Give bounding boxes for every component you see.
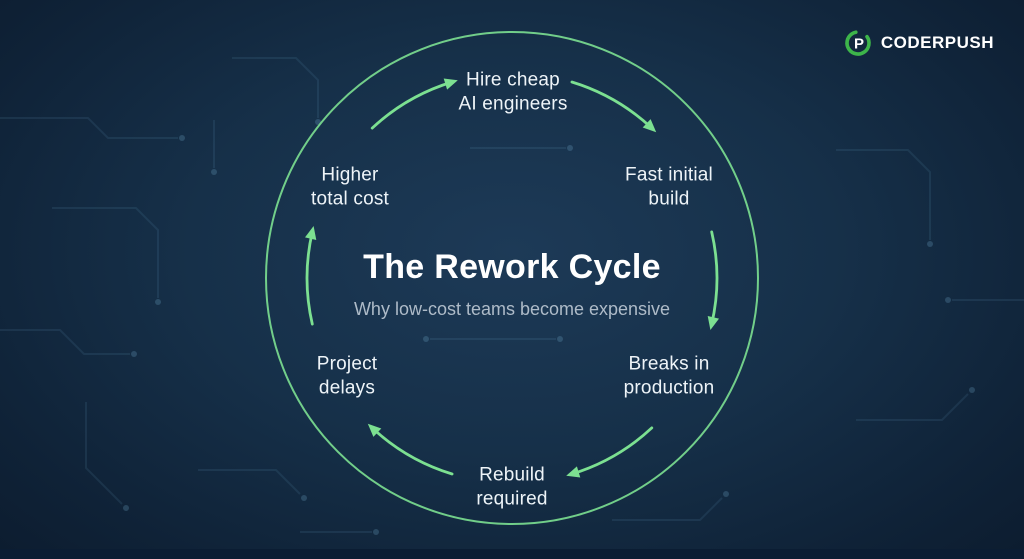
stage-project-delays: Project delays: [316, 353, 378, 398]
cycle-arrowhead-4: [367, 423, 382, 437]
cycle-arrowhead-3: [566, 466, 581, 478]
cycle-arrow-2: [710, 230, 719, 326]
stage-higher-total-cost: Higher total cost: [310, 164, 390, 209]
cycle-arrow-3: [570, 426, 654, 476]
coderpush-logo-icon: P: [845, 30, 871, 56]
stage-fast-initial-build: Fast initial build: [625, 164, 713, 209]
page-title: The Rework Cycle: [363, 248, 661, 286]
bottom-strip: [0, 549, 1024, 559]
cycle-arrowhead-0: [443, 78, 458, 90]
stage-breaks-in-production: Breaks in production: [623, 353, 715, 398]
cycle-ring: [265, 31, 759, 525]
cycle-arrow-4: [370, 426, 454, 476]
stage-rebuild-required: Rebuild required: [476, 464, 548, 509]
logo-wordmark: CODERPUSH: [880, 33, 994, 52]
cycle-arrowhead-2: [707, 316, 719, 330]
svg-text:P: P: [854, 36, 864, 53]
cycle-arrowhead-5: [305, 226, 317, 240]
page-subtitle: Why low-cost teams become expensive: [353, 299, 671, 319]
coderpush-logo: P CODERPUSH: [843, 28, 994, 58]
center-text-block: The Rework Cycle Why low-cost teams beco…: [212, 248, 812, 320]
cycle-arrow-0: [370, 80, 454, 130]
cycle-arrow-1: [570, 80, 654, 130]
stage-hire-cheap-ai-engineers: Hire cheap AI engineers: [458, 69, 568, 114]
cycle-arrowhead-1: [642, 119, 657, 133]
cycle-arrow-5: [305, 230, 314, 326]
